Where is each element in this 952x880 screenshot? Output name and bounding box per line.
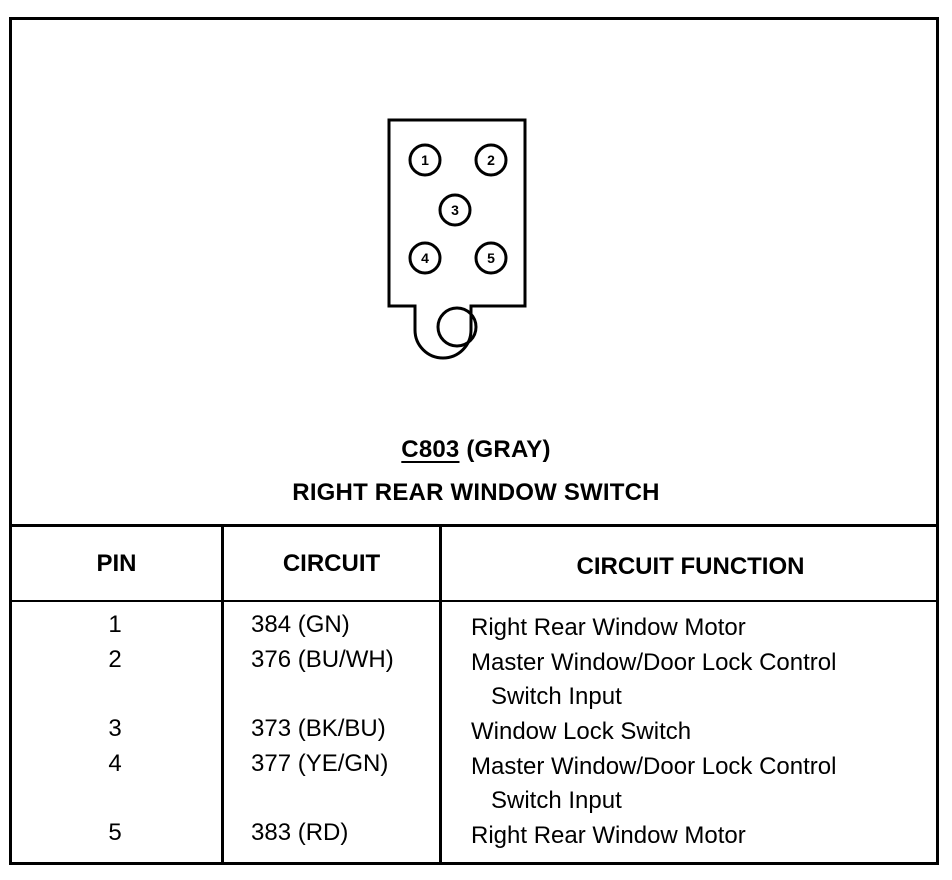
pin-4-circle: [408, 241, 442, 275]
row-circuit: 373 (BK/BU): [251, 715, 386, 742]
pin-3-label: 3: [451, 202, 459, 218]
table-top-rule: [9, 524, 939, 527]
row-circuit: 376 (BU/WH): [251, 646, 394, 673]
row-pin: 3: [108, 715, 122, 742]
column-divider-1: [221, 524, 224, 865]
pin-3-circle: [438, 193, 472, 227]
row-function: Window Lock Switch: [471, 718, 692, 745]
row-function-continued: Switch Input: [491, 683, 622, 710]
row-function: Master Window/Door Lock Control: [471, 753, 837, 780]
diagram-frame: [9, 17, 939, 865]
pin-1-label: 1: [421, 152, 429, 168]
row-function: Right Rear Window Motor: [471, 822, 746, 849]
row-function: Right Rear Window Motor: [471, 614, 746, 641]
row-pin: 1: [108, 611, 122, 638]
row-function: Master Window/Door Lock Control: [471, 649, 837, 676]
row-pin: 4: [108, 750, 122, 777]
connector-body: [387, 118, 527, 360]
header-function: CIRCUIT FUNCTION: [576, 553, 805, 580]
pin-2-label: 2: [487, 152, 495, 168]
header-circuit: CIRCUIT: [282, 550, 381, 577]
mounting-hole: [436, 306, 478, 348]
column-divider-2: [439, 524, 442, 865]
connector-color: (GRAY): [466, 436, 551, 463]
header-pin: PIN: [96, 550, 137, 577]
connector-id: C803: [401, 436, 460, 463]
row-circuit: 384 (GN): [251, 611, 350, 638]
connector-title: C803 (GRAY): [0, 436, 952, 464]
pin-1-circle: [408, 143, 442, 177]
row-pin: 5: [108, 819, 122, 846]
row-pin: 2: [108, 646, 122, 673]
pin-2-circle: [474, 143, 508, 177]
row-function-continued: Switch Input: [491, 787, 622, 814]
pin-5-circle: [474, 241, 508, 275]
row-circuit: 377 (YE/GN): [251, 750, 389, 777]
row-circuit: 383 (RD): [251, 819, 349, 846]
pin-5-label: 5: [487, 250, 495, 266]
pin-4-label: 4: [421, 250, 429, 266]
connector-name: RIGHT REAR WINDOW SWITCH: [292, 479, 660, 506]
header-rule: [9, 600, 939, 602]
